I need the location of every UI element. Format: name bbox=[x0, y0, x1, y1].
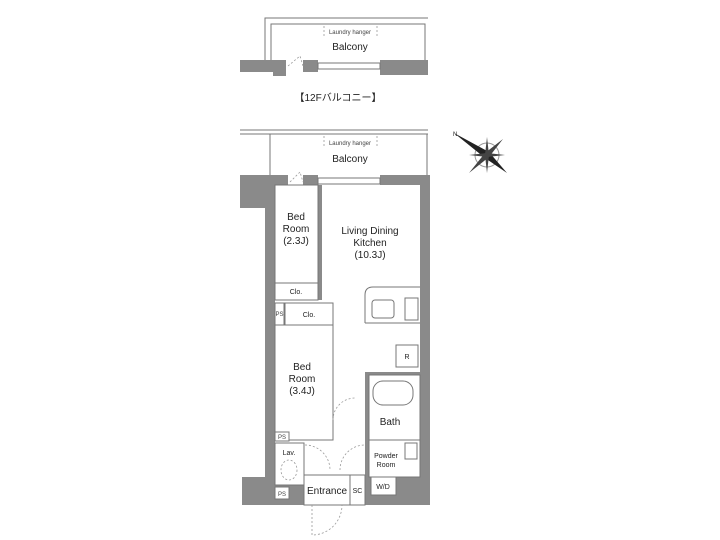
ps-mid bbox=[274, 431, 290, 442]
balcony: Laundry hanger Balcony bbox=[240, 129, 428, 175]
bed-room-2-label: Bed bbox=[293, 362, 311, 373]
bed-room-1-label: Bed bbox=[287, 212, 305, 223]
bed-room-2 bbox=[274, 324, 334, 441]
entrance bbox=[303, 474, 351, 506]
balcony-12f-caption: 【12Fバルコニー】 bbox=[294, 92, 381, 104]
rooms: Bed Room (2.3J) Living Dining Kitchen (1… bbox=[274, 184, 421, 536]
ps-low-label: PS bbox=[278, 492, 286, 498]
entrance-label: Entrance bbox=[307, 486, 347, 497]
balcony-12f: Laundry hanger Balcony 【12Fバルコニー】 bbox=[240, 17, 428, 104]
lavatory-label: Lav. bbox=[283, 450, 296, 457]
ldk-label: Living Dining bbox=[341, 226, 398, 237]
bed-room-2-size: (3.4J) bbox=[289, 386, 315, 397]
washer-dryer bbox=[370, 476, 397, 496]
refrigerator bbox=[395, 344, 419, 368]
ldk-label-2: Kitchen bbox=[353, 238, 386, 249]
shoe-closet bbox=[349, 474, 366, 506]
ps-upper-label: PS bbox=[275, 312, 283, 318]
compass-rose-icon: N bbox=[453, 132, 507, 173]
laundry-hanger-label: Laundry hanger bbox=[329, 30, 371, 36]
laundry-hanger-label: Laundry hanger bbox=[329, 141, 371, 147]
ldk-size: (10.3J) bbox=[354, 250, 385, 261]
shoe-closet-label: SC bbox=[353, 488, 363, 495]
refrigerator-label: R bbox=[404, 354, 409, 361]
balcony-label: Balcony bbox=[332, 154, 368, 165]
closet-2-label: Clo. bbox=[303, 312, 316, 319]
bed-room-2-label-2: Room bbox=[289, 374, 316, 385]
lavatory bbox=[274, 442, 305, 486]
ps-low bbox=[274, 486, 290, 500]
ps-mid-label: PS bbox=[278, 435, 286, 441]
bed-room-1-label-2: Room bbox=[283, 224, 310, 235]
closet-1-label: Clo. bbox=[290, 289, 303, 296]
closet-1 bbox=[274, 282, 319, 301]
washer-dryer-label: W/D bbox=[376, 484, 390, 491]
bath-label: Bath bbox=[380, 417, 401, 428]
balcony-label: Balcony bbox=[332, 42, 368, 53]
bed-room-1-size: (2.3J) bbox=[283, 236, 309, 247]
powder-room-label: Powder bbox=[374, 453, 398, 460]
north-label: N bbox=[453, 132, 457, 138]
entrance-door bbox=[311, 504, 343, 536]
powder-room-label-2: Room bbox=[377, 462, 396, 469]
bathroom bbox=[368, 374, 421, 441]
